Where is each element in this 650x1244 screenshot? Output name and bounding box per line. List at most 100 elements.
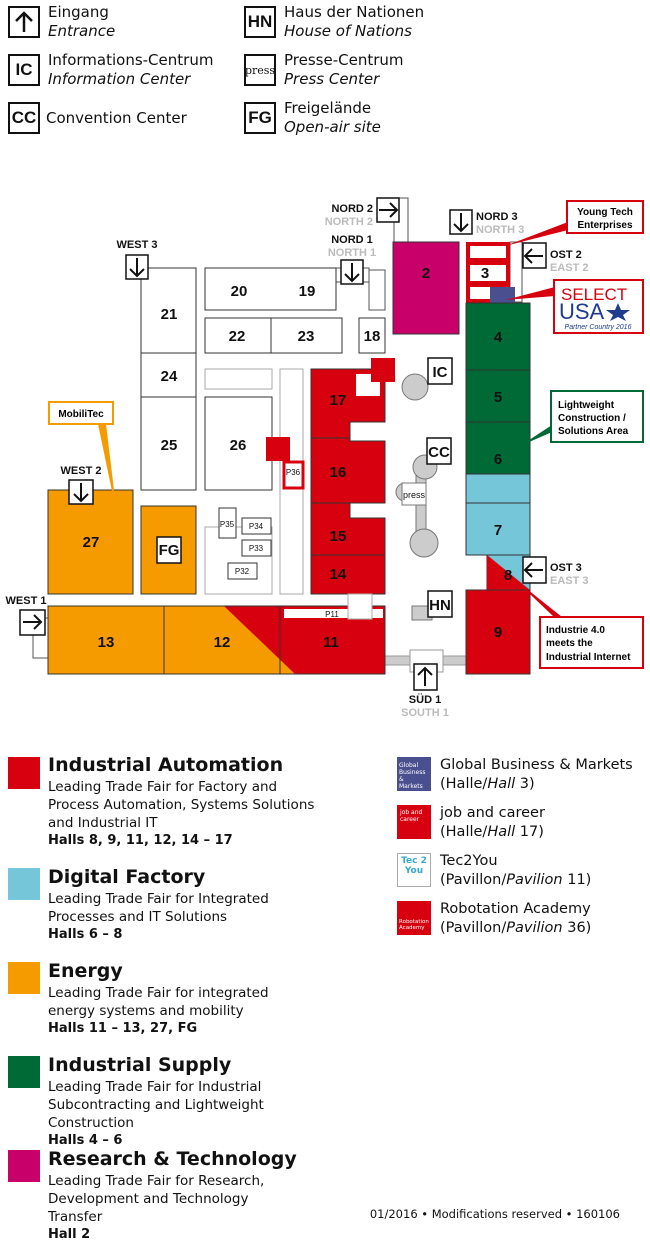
hall-label: IC	[433, 364, 448, 381]
callout-text: Enterprises	[577, 220, 632, 231]
callout-pointer	[520, 425, 552, 446]
key-en: House of Nations	[284, 22, 412, 40]
select-usa-logo-text: SELECT	[561, 285, 627, 304]
cc-marker[interactable]	[426, 437, 452, 465]
callout-pointer	[513, 578, 562, 617]
fairground-map: 2 3 4 5 6 7 8 9 11 12 13 14 15 16 17 18 …	[6, 197, 644, 719]
hall-18[interactable]	[358, 317, 386, 354]
ic-marker[interactable]	[427, 357, 453, 385]
hall-22[interactable]	[204, 317, 272, 354]
cc-building	[409, 528, 439, 558]
ic-building	[401, 373, 429, 401]
legend-halls: Halls 6 – 8	[48, 927, 123, 942]
pavilion-p35[interactable]	[218, 507, 237, 539]
job-career-logo: job and career	[397, 805, 431, 839]
hall-23[interactable]	[270, 317, 343, 354]
hall-8-automation-part	[487, 555, 530, 590]
entrance-label-en: NORTH 1	[328, 247, 376, 259]
hall-25[interactable]	[140, 396, 197, 491]
research-swatch	[8, 1150, 40, 1182]
pavilion-p34[interactable]	[241, 517, 272, 535]
hall-27[interactable]	[47, 489, 134, 595]
special-name: job and career	[440, 805, 545, 821]
tec2you-logo	[347, 593, 373, 620]
mobilitec-callout[interactable]	[48, 401, 114, 425]
hall-label: 5	[494, 389, 502, 406]
hall-label: 12	[214, 634, 231, 651]
lightweight-callout[interactable]	[550, 390, 644, 443]
entrance-label: NORD 2	[331, 203, 373, 215]
hall-label: 15	[330, 528, 347, 545]
hn-key-icon: HN	[244, 6, 276, 38]
hall-label: 19	[299, 283, 316, 300]
callout-text: Industrial Internet	[546, 652, 631, 663]
legend-title: Research & Technology	[48, 1148, 297, 1170]
legend-desc: Leading Trade Fair for Industrial Subcon…	[48, 1079, 264, 1131]
hall-label: 14	[330, 566, 347, 583]
fg-marker[interactable]	[156, 536, 182, 564]
pavilion-p32[interactable]	[227, 562, 258, 580]
pavilion-p11[interactable]	[284, 609, 383, 618]
hall-label: 22	[229, 328, 246, 345]
legend-halls: Halls 8, 9, 11, 12, 14 – 17	[48, 833, 233, 848]
hall-label: 9	[494, 624, 502, 641]
cc-key-icon: CC	[8, 102, 40, 134]
special-post: 3)	[515, 776, 535, 792]
pavilion-p33[interactable]	[241, 539, 272, 557]
special-tec2you: Tec2You(Pavillon/Pavilion 11)	[440, 852, 591, 890]
legend-title: Digital Factory	[48, 866, 206, 888]
entrance-label-en: EAST 2	[550, 262, 589, 274]
hall-label: 11	[323, 634, 339, 651]
pavilion-p36[interactable]	[282, 460, 305, 490]
hall-label: press	[403, 490, 426, 500]
hall-7[interactable]	[465, 473, 531, 556]
ic-key-icon: IC	[8, 54, 40, 86]
special-pre: (Pavillon/	[440, 920, 507, 936]
hall-4-6[interactable]	[465, 302, 531, 475]
hall-label: 4	[494, 329, 503, 346]
select-usa-callout[interactable]	[553, 279, 644, 334]
hall-9[interactable]	[465, 589, 531, 675]
hn-marker[interactable]	[427, 590, 453, 618]
hall-label: 23	[298, 328, 315, 345]
key-de: Presse-Centrum	[284, 51, 404, 69]
hall-label: 13	[98, 634, 115, 651]
callout-text: MobiliTec	[58, 409, 104, 420]
entrance-label: WEST 3	[117, 239, 158, 251]
hall-20-19[interactable]	[204, 267, 337, 311]
hall-label: 7	[494, 522, 502, 539]
hall-21[interactable]	[140, 267, 197, 354]
supply-swatch	[8, 1056, 40, 1088]
legend-title: Industrial Automation	[48, 754, 284, 776]
hall-2[interactable]	[392, 241, 460, 335]
hall-14-17[interactable]	[310, 368, 386, 595]
special-pre: (Halle/	[440, 776, 488, 792]
hall-24[interactable]	[140, 352, 197, 398]
special-post: 11)	[562, 872, 592, 888]
callout-pointer	[505, 287, 555, 300]
robotation-logo	[266, 437, 290, 461]
hall-26[interactable]	[204, 396, 273, 491]
key-de: Haus der Nationen	[284, 3, 425, 21]
pavilion-bar	[204, 368, 273, 390]
special-post: 17)	[515, 824, 544, 840]
special-name: Global Business & Markets	[440, 757, 633, 773]
special-name: Robotation Academy	[440, 901, 591, 917]
press-marker[interactable]	[401, 482, 427, 506]
entrance-label-en: EAST 3	[550, 575, 589, 587]
hall-label: 2	[422, 265, 430, 282]
energy-swatch	[8, 962, 40, 994]
industrie-40-callout[interactable]	[539, 616, 644, 669]
key-en: Information Center	[48, 70, 191, 88]
key-de: Eingang	[48, 3, 109, 21]
hall-label: HN	[429, 597, 451, 614]
select-usa-logo-text: USA	[559, 299, 605, 324]
young-tech-callout[interactable]	[566, 200, 644, 234]
key-cc: Convention Center	[46, 109, 187, 127]
